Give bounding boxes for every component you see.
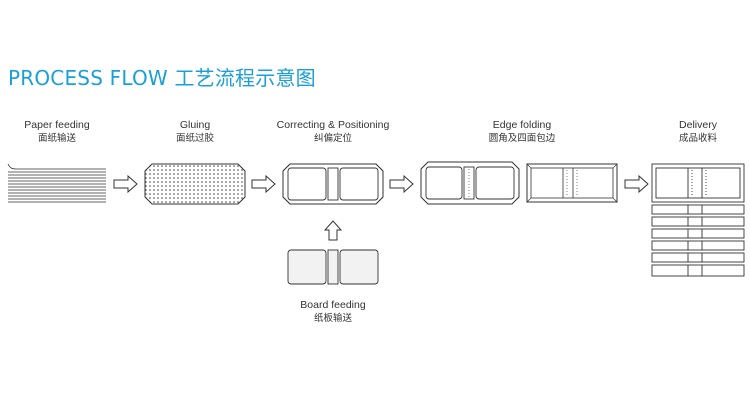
step-zh-label: 成品收料 (678, 133, 718, 144)
step-zh-label: 圆角及四面包边 (488, 133, 556, 144)
positioned-sheet-illustration (282, 163, 384, 205)
step-zh-label: 面纸过胶 (175, 133, 215, 144)
step-zh-label: 面纸输送 (37, 133, 77, 144)
step-en-label: Delivery (679, 119, 717, 131)
step-label-gluing: Gluing 面纸过胶 (176, 118, 214, 146)
finished-product-stack-illustration (651, 163, 745, 277)
step-en-label: Correcting & Positioning (276, 119, 390, 131)
glued-sheet-illustration (144, 163, 246, 205)
step-label-board-feeding: Board feeding 纸板输送 (300, 298, 365, 326)
flow-arrow-right (251, 174, 276, 194)
flow-arrow-right (389, 174, 414, 194)
step-label-edge-folding: Edge folding 圆角及四面包边 (489, 118, 556, 146)
corner-rounding-illustration (420, 161, 520, 205)
step-en-label: Paper feeding (24, 119, 90, 131)
diagram-title: PROCESS FLOW 工艺流程示意图 (8, 66, 316, 90)
step-label-delivery: Delivery 成品收料 (679, 118, 717, 146)
step-en-label: Gluing (179, 119, 211, 131)
step-zh-label: 纠偏定位 (313, 133, 353, 144)
step-label-correcting-positioning: Correcting & Positioning 纠偏定位 (277, 118, 390, 146)
flow-arrow-right (624, 174, 649, 194)
flow-arrow-up (323, 220, 343, 241)
step-zh-label: 纸板输送 (313, 313, 353, 324)
board-feeding-illustration (287, 249, 379, 285)
flow-arrow-right (113, 174, 138, 194)
step-label-paper-feeding: Paper feeding 面纸输送 (24, 118, 89, 146)
four-side-wrap-illustration (526, 163, 618, 203)
step-en-label: Edge folding (492, 119, 552, 131)
paper-stack-illustration (7, 163, 106, 203)
step-en-label: Board feeding (300, 299, 366, 311)
